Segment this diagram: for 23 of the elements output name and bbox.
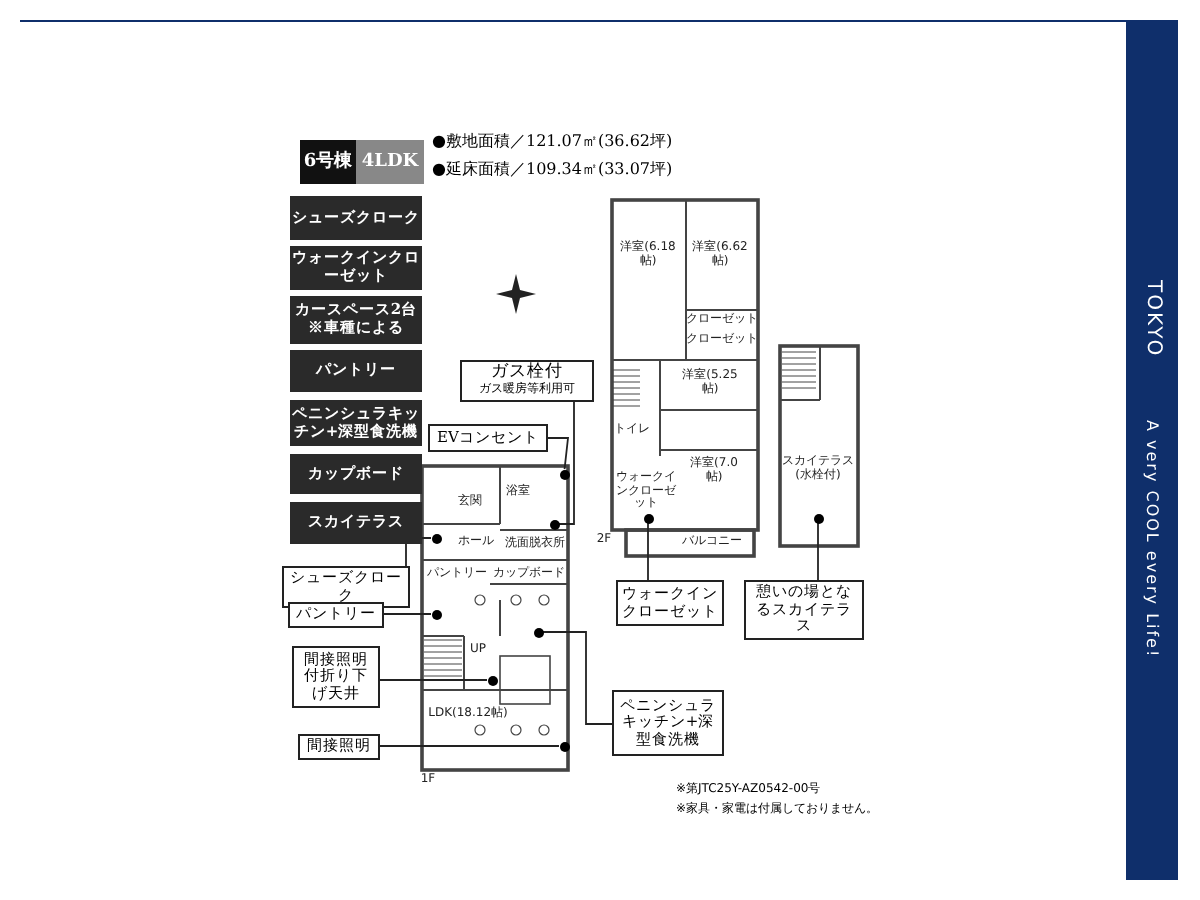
leader-dot bbox=[431, 533, 441, 543]
area-text: ●敷地面積／121.07㎡(36.62坪) bbox=[432, 132, 675, 154]
leader-line bbox=[647, 522, 649, 581]
leader-dot bbox=[487, 675, 497, 685]
area-text: ●延床面積／109.34㎡(33.07坪) bbox=[432, 160, 675, 182]
slogan-text: TOKYO bbox=[1139, 280, 1166, 362]
layout-type-badge: 4LDK bbox=[356, 140, 424, 184]
leader-line bbox=[547, 437, 569, 470]
leader-line bbox=[379, 679, 488, 681]
leader-dot bbox=[549, 519, 559, 529]
leader-dot bbox=[559, 469, 569, 479]
lot-number-badge: 6号棟 bbox=[300, 140, 356, 184]
leader-dot bbox=[533, 627, 543, 637]
leader-line bbox=[383, 613, 432, 615]
leader-dot bbox=[643, 513, 653, 523]
slogan-text: A very COOL every Life! bbox=[1141, 420, 1164, 663]
leader-line bbox=[542, 631, 613, 725]
leader-dot bbox=[431, 609, 441, 619]
leader-dot bbox=[559, 741, 569, 751]
leader-dot bbox=[813, 513, 823, 523]
leader-line bbox=[817, 522, 819, 581]
leader-line bbox=[379, 745, 560, 747]
leader-line bbox=[558, 400, 575, 525]
